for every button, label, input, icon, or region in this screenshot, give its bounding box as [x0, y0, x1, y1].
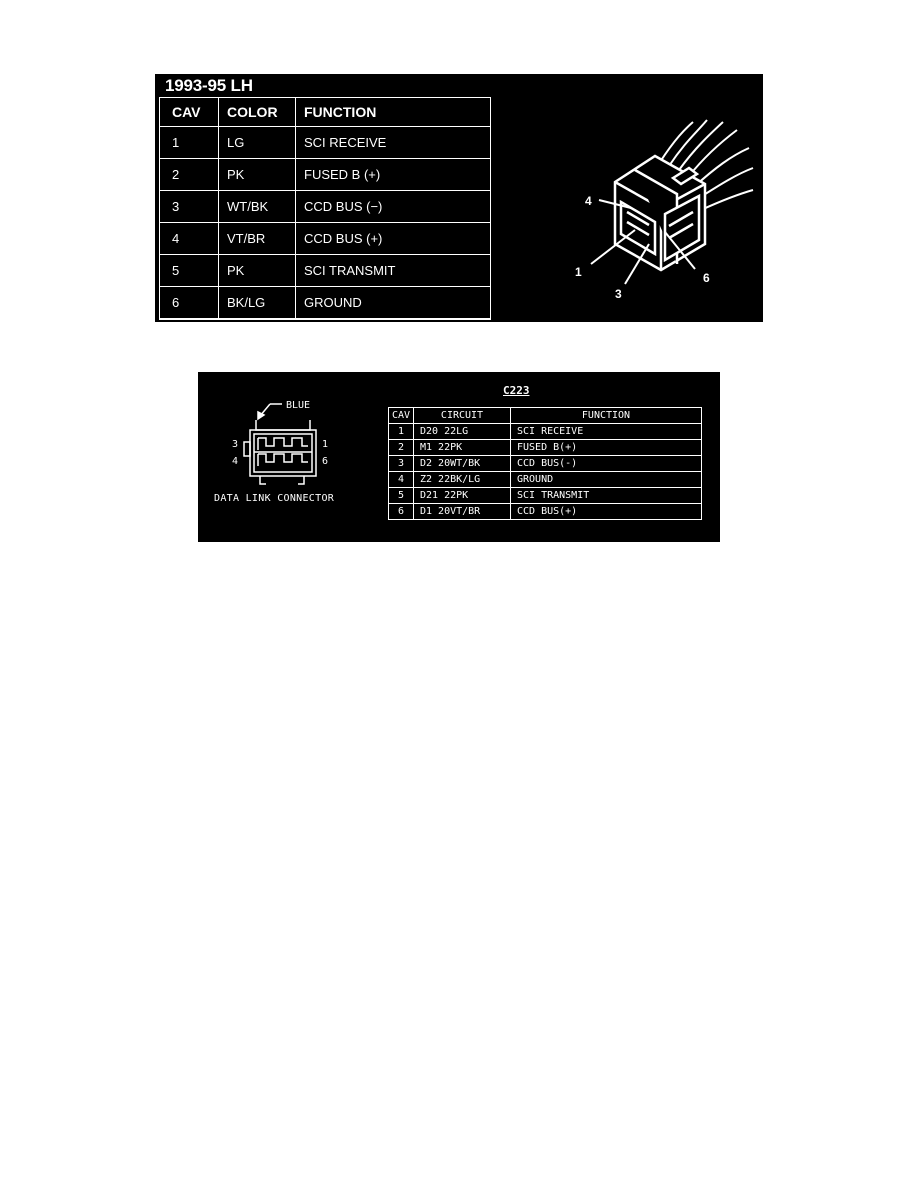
cav-cell: 5	[159, 254, 219, 287]
header-cav: CAV	[388, 407, 414, 424]
function-cell: SCI TRANSMIT	[295, 254, 491, 287]
header-color: COLOR	[218, 97, 296, 127]
cav-cell: 2	[388, 439, 414, 456]
table-row: 2 PK FUSED B (+)	[159, 158, 491, 191]
header-cav: CAV	[159, 97, 219, 127]
function-cell: GROUND	[295, 286, 491, 320]
header-circuit: CIRCUIT	[413, 407, 511, 424]
pin-3-label: 3	[232, 439, 238, 450]
data-link-connector-illustration: BLUE 3 1 4 6	[232, 400, 328, 485]
pinout-table: CAV COLOR FUNCTION 1 LG SCI RECEIVE 2 PK…	[159, 97, 491, 320]
function-cell: FUSED B(+)	[510, 439, 702, 456]
table-row: 4 Z2 22BK/LG GROUND	[388, 471, 702, 488]
table-row: 6 D1 20VT/BR CCD BUS(+)	[388, 503, 702, 520]
cav-cell: 6	[388, 503, 414, 520]
pin-1-label: 1	[322, 439, 328, 450]
table-row: 5 D21 22PK SCI TRANSMIT	[388, 487, 702, 504]
cav-cell: 1	[159, 126, 219, 159]
pin-1-label: 1	[575, 265, 582, 279]
function-cell: CCD BUS (+)	[295, 222, 491, 255]
function-cell: CCD BUS(-)	[510, 455, 702, 472]
table-row: 3 WT/BK CCD BUS (−)	[159, 190, 491, 223]
function-cell: CCD BUS(+)	[510, 503, 702, 520]
table-row: 6 BK/LG GROUND	[159, 286, 491, 320]
function-cell: CCD BUS (−)	[295, 190, 491, 223]
color-cell: VT/BR	[218, 222, 296, 255]
cav-cell: 1	[388, 423, 414, 440]
arrow-icon	[257, 403, 282, 421]
pin-6-label: 6	[322, 456, 328, 467]
pin-4-label: 4	[232, 456, 238, 467]
cav-cell: 2	[159, 158, 219, 191]
table-row: 5 PK SCI TRANSMIT	[159, 254, 491, 287]
circuit-cell: D1 20VT/BR	[413, 503, 511, 520]
table-row: 1 LG SCI RECEIVE	[159, 126, 491, 159]
panel-title: C223	[503, 384, 530, 397]
circuit-cell: D2 20WT/BK	[413, 455, 511, 472]
color-cell: WT/BK	[218, 190, 296, 223]
function-cell: SCI RECEIVE	[295, 126, 491, 159]
circuit-cell: D21 22PK	[413, 487, 511, 504]
pin-6-label: 6	[703, 271, 710, 285]
cav-cell: 4	[388, 471, 414, 488]
header-function: FUNCTION	[510, 407, 702, 424]
color-cell: PK	[218, 254, 296, 287]
connector-panel-c223: C223 BLUE 3 1 4 6 DATA LINK CONNECTOR	[198, 372, 720, 542]
pin-4-label: 4	[585, 194, 592, 208]
connector-illustration: 4 1 3 6	[575, 119, 754, 301]
table-header-row: CAV COLOR FUNCTION	[159, 97, 491, 127]
color-cell: PK	[218, 158, 296, 191]
cav-cell: 6	[159, 286, 219, 320]
connector-caption: DATA LINK CONNECTOR	[214, 493, 335, 504]
function-cell: FUSED B (+)	[295, 158, 491, 191]
cav-cell: 4	[159, 222, 219, 255]
header-function: FUNCTION	[295, 97, 491, 127]
circuit-table: CAV CIRCUIT FUNCTION 1 D20 22LG SCI RECE…	[388, 407, 702, 520]
cav-cell: 3	[159, 190, 219, 223]
pin-3-label: 3	[615, 287, 622, 301]
function-cell: GROUND	[510, 471, 702, 488]
color-cell: BK/LG	[218, 286, 296, 320]
cav-cell: 5	[388, 487, 414, 504]
table-row: 1 D20 22LG SCI RECEIVE	[388, 423, 702, 440]
blue-label: BLUE	[286, 400, 310, 411]
table-row: 2 M1 22PK FUSED B(+)	[388, 439, 702, 456]
circuit-cell: D20 22LG	[413, 423, 511, 440]
table-header-row: CAV CIRCUIT FUNCTION	[388, 407, 702, 424]
function-cell: SCI TRANSMIT	[510, 487, 702, 504]
circuit-cell: Z2 22BK/LG	[413, 471, 511, 488]
table-row: 3 D2 20WT/BK CCD BUS(-)	[388, 455, 702, 472]
connector-outline-icon	[243, 420, 317, 485]
circuit-cell: M1 22PK	[413, 439, 511, 456]
function-cell: SCI RECEIVE	[510, 423, 702, 440]
connector-body-icon	[613, 154, 707, 272]
connector-panel-1993-95-lh: 1993-95 LH CAV COLOR FUNCTION 1 LG SCI R…	[155, 74, 763, 322]
color-cell: LG	[218, 126, 296, 159]
cav-cell: 3	[388, 455, 414, 472]
table-row: 4 VT/BR CCD BUS (+)	[159, 222, 491, 255]
panel-title: 1993-95 LH	[165, 76, 253, 95]
